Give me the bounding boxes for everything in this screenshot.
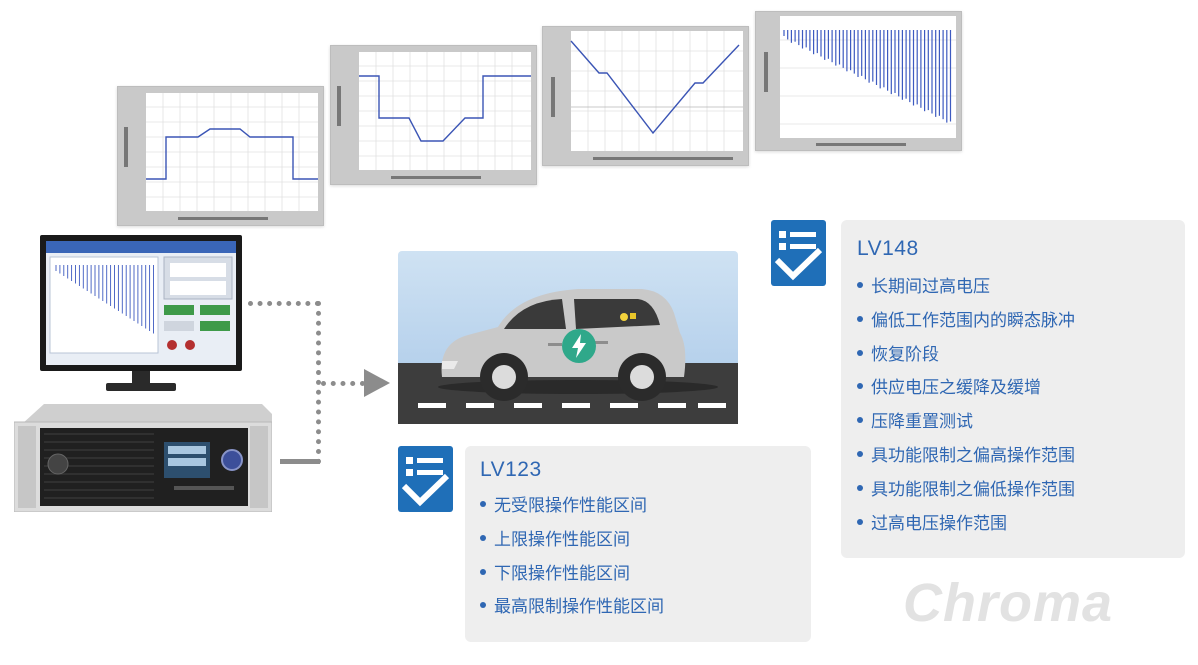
list-item: 具功能限制之偏高操作范围 (857, 440, 1075, 474)
waveform-chart-2 (330, 45, 537, 185)
checklist-icon (398, 446, 453, 512)
connector-vertical (316, 301, 321, 464)
lv123-title: LV123 (480, 458, 542, 481)
waveform-chart-3 (542, 26, 749, 166)
list-item: 无受限操作性能区间 (480, 490, 664, 524)
list-item: 具功能限制之偏低操作范围 (857, 474, 1075, 508)
lv148-list: 长期间过高电压 偏低工作范围内的瞬态脉冲 恢复阶段 供应电压之缓降及缓增 压降重… (857, 271, 1075, 541)
arrow-right-icon (364, 369, 390, 397)
lv123-list: 无受限操作性能区间 上限操作性能区间 下限操作性能区间 最高限制操作性能区间 (480, 490, 664, 625)
list-item: 供应电压之缓降及缓增 (857, 372, 1075, 406)
waveform-chart-1 (117, 86, 324, 226)
chroma-logo: Chroma (903, 573, 1114, 633)
waveform-chart-4 (755, 11, 962, 151)
connector-monitor-h (248, 301, 320, 306)
connector-psu-h (280, 459, 320, 464)
list-item: 过高电压操作范围 (857, 508, 1075, 542)
list-item: 长期间过高电压 (857, 271, 1075, 305)
list-item: 最高限制操作性能区间 (480, 591, 664, 625)
checklist-icon (771, 220, 826, 286)
ev-car-icon (398, 251, 738, 424)
monitor-icon (40, 235, 242, 393)
lv148-title: LV148 (857, 237, 919, 260)
lv148-card: LV148 长期间过高电压 偏低工作范围内的瞬态脉冲 恢复阶段 供应电压之缓降及… (841, 220, 1185, 558)
list-item: 偏低工作范围内的瞬态脉冲 (857, 305, 1075, 339)
power-supply-icon (13, 402, 273, 513)
lv123-card: LV123 无受限操作性能区间 上限操作性能区间 下限操作性能区间 最高限制操作… (465, 446, 811, 642)
lightning-icon (562, 329, 596, 363)
list-item: 压降重置测试 (857, 406, 1075, 440)
list-item: 下限操作性能区间 (480, 558, 664, 592)
connector-to-car (321, 381, 365, 386)
list-item: 上限操作性能区间 (480, 524, 664, 558)
list-item: 恢复阶段 (857, 339, 1075, 373)
